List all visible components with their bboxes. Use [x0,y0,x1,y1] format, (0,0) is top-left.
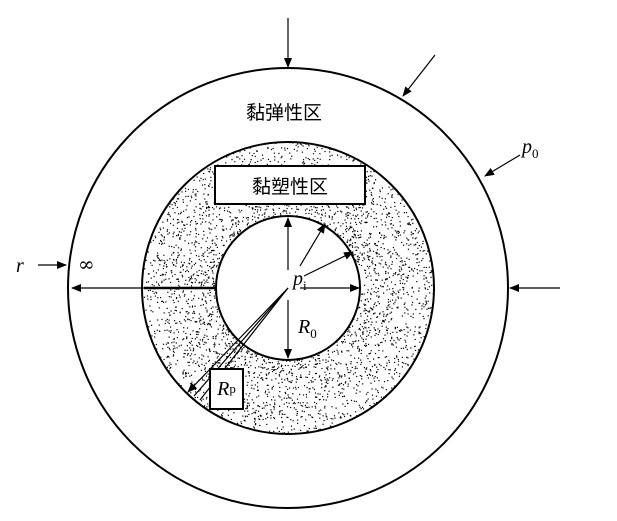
R0-label: R0 [298,316,317,341]
p0-arrow-upper-right [402,54,436,97]
r-label: r [16,255,24,277]
pi-label: pi [293,268,307,293]
viscoelastic-zone-label: 黏弹性区 [246,102,323,124]
pi-arrow-diag1 [299,223,326,267]
viscoplastic-zone-box: 黏塑性区 [214,165,366,205]
viscoplastic-zone-label: 黏塑性区 [251,175,328,198]
Rp-arrow [187,287,289,393]
pi-arrow-diag2 [303,251,354,277]
infinity-label: ∞ [78,252,95,276]
p0-label: p0 [522,136,539,161]
p0-arrow-right-label [484,154,521,177]
outer-boundary-circle [67,67,509,509]
